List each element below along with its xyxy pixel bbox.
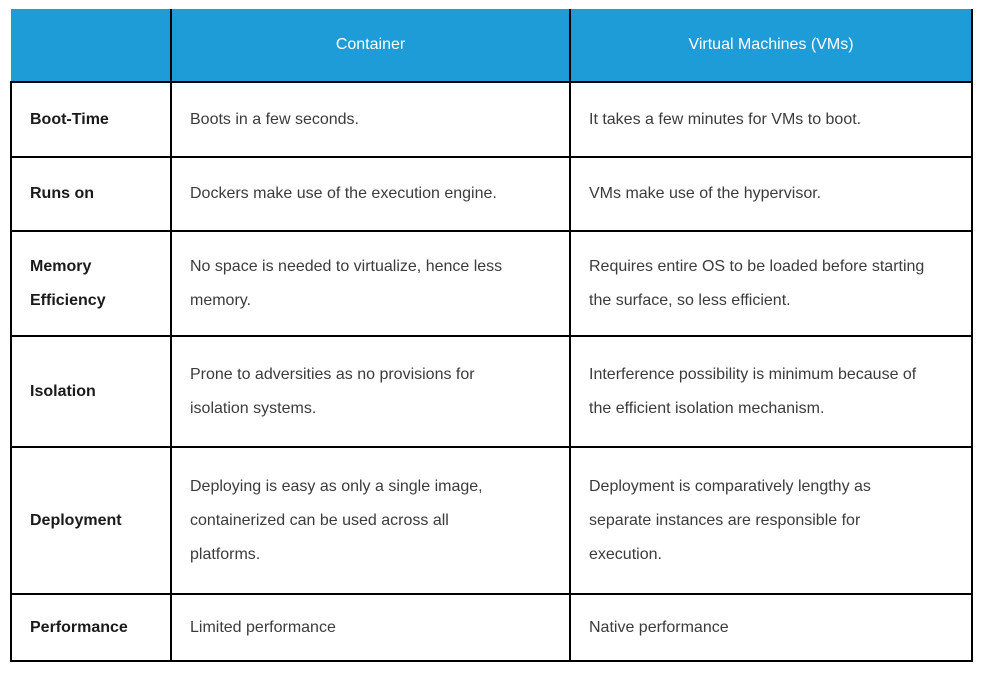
vm-cell: VMs make use of the hypervisor. <box>569 156 973 232</box>
table-row-runs-on: Runs on Dockers make use of the executio… <box>10 156 973 232</box>
table-row-deployment: Deployment Deploying is easy as only a s… <box>10 446 973 595</box>
row-label: Boot-Time <box>10 81 172 158</box>
vm-cell: Requires entire OS to be loaded before s… <box>569 230 973 337</box>
table-row-boot-time: Boot-Time Boots in a few seconds. It tak… <box>10 81 973 158</box>
comparison-table: Container Virtual Machines (VMs) Boot-Ti… <box>10 9 973 662</box>
container-cell: Boots in a few seconds. <box>170 81 571 158</box>
header-row: Container Virtual Machines (VMs) <box>11 9 973 83</box>
container-cell: Limited performance <box>170 593 571 662</box>
table-header: Container Virtual Machines (VMs) <box>11 9 973 83</box>
container-cell: No space is needed to virtualize, hence … <box>170 230 571 337</box>
vm-cell: Deployment is comparatively lengthy as s… <box>569 446 973 595</box>
table-body: Boot-Time Boots in a few seconds. It tak… <box>10 81 973 662</box>
container-cell: Prone to adversities as no provisions fo… <box>170 335 571 448</box>
header-cell-container: Container <box>170 9 571 83</box>
container-cell: Dockers make use of the execution engine… <box>170 156 571 232</box>
header-cell-blank <box>11 9 172 83</box>
table-row-memory-efficiency: Memory Efficiency No space is needed to … <box>10 230 973 337</box>
header-cell-vm: Virtual Machines (VMs) <box>569 9 973 83</box>
row-label: Performance <box>10 593 172 662</box>
row-label: Memory Efficiency <box>10 230 172 337</box>
vm-cell: It takes a few minutes for VMs to boot. <box>569 81 973 158</box>
vm-cell: Native performance <box>569 593 973 662</box>
row-label: Deployment <box>10 446 172 595</box>
table-row-performance: Performance Limited performance Native p… <box>10 593 973 662</box>
row-label: Runs on <box>10 156 172 232</box>
vm-cell: Interference possibility is minimum beca… <box>569 335 973 448</box>
page: Container Virtual Machines (VMs) Boot-Ti… <box>10 9 973 662</box>
container-cell: Deploying is easy as only a single image… <box>170 446 571 595</box>
row-label: Isolation <box>10 335 172 448</box>
table-row-isolation: Isolation Prone to adversities as no pro… <box>10 335 973 448</box>
